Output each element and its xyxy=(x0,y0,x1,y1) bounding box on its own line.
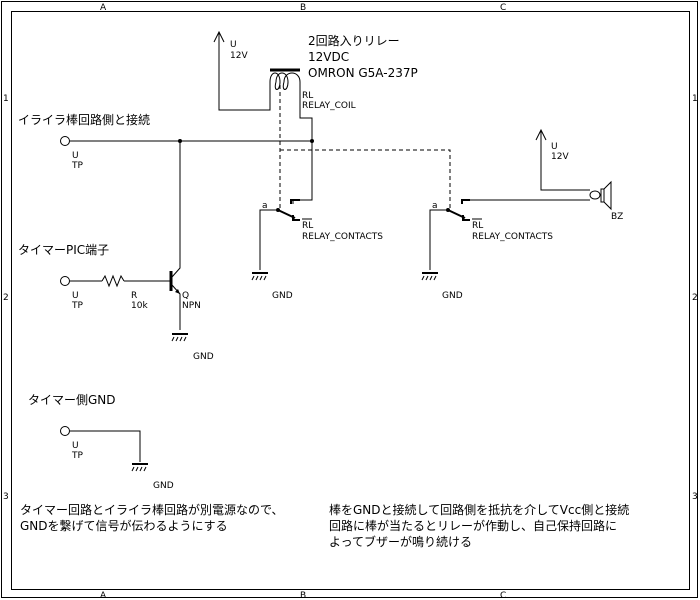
timer-pic-heading: タイマーPIC端子 xyxy=(18,243,109,257)
power-value: 12V xyxy=(230,51,248,61)
grid-col-a-top: A xyxy=(100,3,107,13)
ground-2: GND xyxy=(421,272,463,301)
grid-col-b-bottom: B xyxy=(300,591,306,600)
relay-contacts-name: RELAY_CONTACTS xyxy=(472,232,553,242)
power-ref: U xyxy=(551,142,558,152)
gnd-label: GND xyxy=(193,352,214,362)
grid-row-3-left: 3 xyxy=(3,492,9,502)
contact-pin-a: a xyxy=(262,201,268,211)
grid-row-1-right: 1 xyxy=(692,94,698,104)
relay-rating: 12VDC xyxy=(308,50,349,64)
resistor-ref: R xyxy=(131,291,137,301)
power-arrow-icon xyxy=(535,128,547,141)
grid-col-c-top: C xyxy=(500,3,506,13)
grid-col-b-top: B xyxy=(300,3,306,13)
relay-model: OMRON G5A-237P xyxy=(308,66,418,80)
gnd-label: GND xyxy=(153,481,174,491)
contact-pin-a: a xyxy=(432,201,438,211)
npn-transistor: Q NPN xyxy=(169,271,201,330)
resistor-value: 10k xyxy=(131,301,148,311)
buzzer-icon xyxy=(589,190,601,200)
grid-row-3-right: 3 xyxy=(692,492,698,502)
note-right-line-1: 棒をGNDと接続して回路側を抵抗を介してVcc側と接続 xyxy=(329,502,629,517)
resistor xyxy=(101,274,125,288)
gnd-label: GND xyxy=(272,291,293,301)
relay-contacts-1: a RL RELAY_CONTACTS xyxy=(259,141,383,270)
buzzer: BZ xyxy=(589,180,623,222)
relay-contacts-name: RELAY_CONTACTS xyxy=(302,232,383,242)
relay-linkage-2 xyxy=(280,149,451,210)
relay-contacts-ref: RL xyxy=(472,221,483,231)
power-arrow-icon xyxy=(213,30,225,43)
note-right-line-3: よってブザーが鳴り続ける xyxy=(329,534,472,549)
transistor-type: NPN xyxy=(182,301,201,311)
iraira-heading: イライラ棒回路側と接続 xyxy=(18,112,150,127)
relay-coil-name: RELAY_COIL xyxy=(302,101,356,111)
grid-col-c-bottom: C xyxy=(500,591,506,600)
note-left-line-1: タイマー回路とイライラ棒回路が別電源なので、 xyxy=(20,502,284,517)
grid-row-2-right: 2 xyxy=(692,293,698,303)
timer-gnd-terminal xyxy=(60,426,70,436)
power-12v-coil: U 12V xyxy=(213,30,271,111)
power-ref: U xyxy=(230,40,237,50)
grid-row-1-left: 1 xyxy=(3,94,9,104)
timer-gnd-ref: U xyxy=(72,441,79,451)
grid-row-2-left: 2 xyxy=(3,293,9,303)
timer-gnd-heading: タイマー側GND xyxy=(28,393,116,407)
iraira-terminal xyxy=(60,136,70,146)
relay-contacts-2: a RL RELAY_CONTACTS xyxy=(429,199,590,270)
transistor-ref: Q xyxy=(182,291,189,301)
collector-wire xyxy=(171,141,181,278)
gnd-label: GND xyxy=(442,291,463,301)
relay-coil: RL RELAY_COIL xyxy=(269,68,356,141)
note-right-line-2: 回路に棒が当たるとリレーが作動し、自己保持回路に xyxy=(329,518,617,533)
timer-pic-ref: U xyxy=(72,291,79,301)
ground-3: GND xyxy=(171,333,214,362)
inner-frame xyxy=(11,11,690,590)
ground-4: GND xyxy=(131,463,174,491)
timer-pic-terminal xyxy=(60,276,70,286)
grid-col-a-bottom: A xyxy=(100,591,107,600)
ground-1: GND xyxy=(251,272,293,301)
iraira-type: TP xyxy=(71,161,83,171)
iraira-ref: U xyxy=(72,151,79,161)
timer-gnd-type: TP xyxy=(71,451,83,461)
power-12v-buzzer: U 12V xyxy=(535,128,590,191)
buzzer-ref: BZ xyxy=(611,212,623,222)
note-left-line-2: GNDを繋げて信号が伝わるようにする xyxy=(20,518,228,533)
relay-coil-ref: RL xyxy=(302,91,313,101)
relay-title: 2回路入りリレー xyxy=(308,33,400,48)
relay-contacts-ref: RL xyxy=(302,221,313,231)
power-value: 12V xyxy=(551,152,569,162)
timer-pic-type: TP xyxy=(71,301,83,311)
